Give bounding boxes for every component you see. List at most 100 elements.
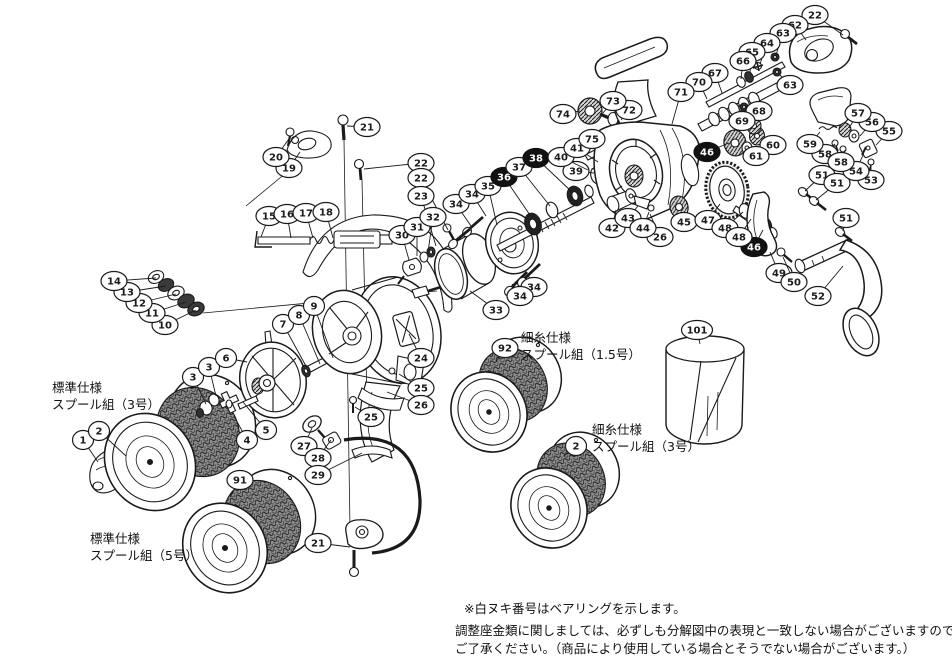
callout-number-33: 33 bbox=[489, 306, 503, 317]
callout-number-101: 101 bbox=[687, 326, 708, 337]
callout-bubble-52 bbox=[804, 285, 832, 307]
callout-number-36: 36 bbox=[497, 173, 511, 184]
label-line: スプール組（3号） bbox=[592, 439, 700, 454]
callout-bubble-91 bbox=[226, 469, 254, 491]
callout-number-9: 9 bbox=[311, 302, 318, 313]
callout-number-12: 12 bbox=[132, 299, 146, 310]
callout-bubble-14 bbox=[100, 270, 128, 292]
callout-number-73: 73 bbox=[606, 97, 620, 108]
callout-bubble-34 bbox=[506, 285, 534, 307]
callout-bubble-73 bbox=[599, 90, 627, 112]
callout-bubble-75 bbox=[578, 128, 606, 150]
callout-number-49: 49 bbox=[772, 269, 786, 280]
spool-standard-5gou bbox=[181, 468, 317, 594]
callout-number-25: 25 bbox=[414, 384, 428, 395]
callout-bubble-57 bbox=[844, 102, 872, 124]
callout-number-55: 55 bbox=[882, 127, 896, 138]
label-line: スプール組（5号） bbox=[90, 548, 198, 563]
callout-number-42: 42 bbox=[605, 224, 619, 235]
callout-number-29: 29 bbox=[311, 471, 325, 482]
callout-number-2: 2 bbox=[573, 442, 580, 453]
callout-bubble-2 bbox=[87, 420, 111, 442]
callout-number-23: 23 bbox=[414, 192, 428, 203]
callout-bubble-21 bbox=[353, 116, 381, 138]
callout-number-63: 63 bbox=[776, 29, 790, 40]
callout-number-34: 34 bbox=[513, 292, 527, 303]
callout-number-58: 58 bbox=[834, 158, 848, 169]
callout-number-92: 92 bbox=[498, 344, 512, 355]
callout-bubble-22 bbox=[801, 4, 829, 26]
callout-number-68: 68 bbox=[752, 107, 766, 118]
adjust-washer-footnote-line2: ご了承ください。（商品により使用している場合とそうでない場合がございます。） bbox=[455, 641, 916, 656]
callout-bubble-9 bbox=[302, 295, 326, 317]
bail-rocker-part bbox=[285, 114, 349, 159]
callout-number-71: 71 bbox=[674, 88, 688, 99]
anti-reverse-rod-part bbox=[254, 230, 393, 249]
callout-bubble-50 bbox=[780, 271, 808, 293]
label-standard-5gou: 標準仕様 スプール組（5号） bbox=[90, 530, 198, 564]
callout-number-6: 6 bbox=[223, 354, 230, 365]
label-line: 細糸仕様 bbox=[521, 330, 572, 345]
callout-bubble-24 bbox=[407, 347, 435, 369]
callout-bubble-66 bbox=[729, 50, 757, 72]
callout-number-91: 91 bbox=[233, 476, 247, 487]
callout-number-21: 21 bbox=[311, 539, 325, 550]
callout-number-37: 37 bbox=[512, 163, 526, 174]
callout-number-70: 70 bbox=[692, 78, 706, 89]
label-line: 標準仕様 bbox=[90, 531, 141, 546]
callout-bubble-61 bbox=[742, 145, 770, 167]
callout-number-24: 24 bbox=[414, 354, 428, 365]
adjust-washer-footnote-line1: 調整座金類に関しましては、必ずしも分解図中の表現と一致しない場合がございますので… bbox=[455, 623, 952, 638]
callout-number-26: 26 bbox=[414, 401, 428, 412]
callout-number-13: 13 bbox=[120, 288, 134, 299]
callout-number-18: 18 bbox=[319, 208, 333, 219]
callout-number-66: 66 bbox=[736, 57, 750, 68]
callout-bubble-3 bbox=[197, 356, 221, 378]
callout-bubble-101 bbox=[680, 319, 714, 341]
callout-number-34: 34 bbox=[465, 190, 479, 201]
callout-bubble-3 bbox=[181, 366, 205, 388]
callout-bubble-44 bbox=[629, 217, 657, 239]
callout-number-41: 41 bbox=[570, 144, 584, 155]
callout-number-61: 61 bbox=[749, 152, 763, 163]
callout-number-69: 69 bbox=[735, 117, 749, 128]
worm-shaft-assembly bbox=[697, 52, 793, 135]
label-standard-3gou: 標準仕様 スプール組（3号） bbox=[52, 379, 160, 413]
callout-number-43: 43 bbox=[621, 214, 635, 225]
callout-number-5: 5 bbox=[263, 426, 270, 437]
drag-washer-stack bbox=[147, 270, 205, 317]
callout-number-57: 57 bbox=[851, 109, 865, 120]
callout-number-53: 53 bbox=[864, 176, 878, 187]
callout-number-21: 21 bbox=[360, 123, 374, 134]
callout-number-34: 34 bbox=[449, 200, 463, 211]
callout-number-50: 50 bbox=[787, 278, 801, 289]
callout-bubble-23 bbox=[407, 185, 435, 207]
callout-number-51: 51 bbox=[830, 179, 844, 190]
callout-bubble-5 bbox=[254, 419, 278, 441]
callout-number-19: 19 bbox=[282, 164, 296, 175]
callout-bubble-6 bbox=[214, 347, 238, 369]
callout-number-46: 46 bbox=[700, 148, 714, 159]
callout-number-15: 15 bbox=[262, 212, 276, 223]
callout-number-22: 22 bbox=[414, 159, 428, 170]
callout-number-48: 48 bbox=[732, 233, 746, 244]
callout-number-3: 3 bbox=[206, 363, 213, 374]
callout-number-56: 56 bbox=[865, 118, 879, 129]
label-fine-1-5gou: 細糸仕様 スプール組（1.5号） bbox=[521, 329, 641, 363]
callout-number-54: 54 bbox=[849, 167, 863, 178]
callout-number-10: 10 bbox=[158, 321, 172, 332]
callout-number-28: 28 bbox=[311, 454, 325, 465]
callout-number-32: 32 bbox=[426, 213, 440, 224]
callout-bubble-4 bbox=[235, 429, 259, 451]
label-line: スプール組（1.5号） bbox=[521, 347, 641, 362]
callout-bubble-32 bbox=[419, 206, 447, 228]
callout-bubble-48 bbox=[725, 226, 753, 248]
callout-number-27: 27 bbox=[297, 442, 311, 453]
callout-bubble-58 bbox=[827, 151, 855, 173]
bail-trip-parts bbox=[397, 246, 436, 285]
callout-number-65: 65 bbox=[745, 48, 759, 59]
callout-number-45: 45 bbox=[677, 218, 691, 229]
label-line: 標準仕様 bbox=[52, 380, 103, 395]
callout-number-75: 75 bbox=[585, 135, 599, 146]
callout-number-46: 46 bbox=[747, 243, 761, 254]
